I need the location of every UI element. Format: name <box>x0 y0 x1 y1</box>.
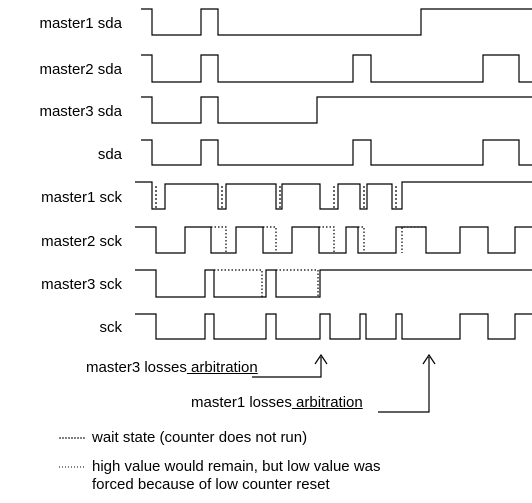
waveform-master1-sda <box>141 8 532 36</box>
waveform-sck <box>135 313 532 340</box>
arrow-master3-arbitration <box>252 353 328 378</box>
legend-wait-state-text: wait state (counter does not run) <box>92 429 308 446</box>
waveform-master2-sda <box>141 54 532 83</box>
annotation-master1-prefix: master1 losses <box>191 394 292 411</box>
annotation-master3-losses-arbitration: master3 losses arbitration <box>86 360 258 375</box>
signal-label-master1-sck: master1 sck <box>41 189 122 206</box>
signal-label-master3-sda: master3 sda <box>39 103 122 120</box>
waveform-master2-sck <box>135 226 532 254</box>
arrow-master1-arbitration <box>378 353 436 413</box>
legend-forced-low-text: high value would remain, but low value w… <box>92 458 381 493</box>
forced-low-master3-sck <box>214 269 319 297</box>
forced-low-master2-sck <box>211 226 426 253</box>
annotation-master3-prefix: master3 losses <box>86 359 187 376</box>
signal-label-master1-sda: master1 sda <box>39 15 122 32</box>
annotation-master1-underlined: arbitration <box>291 394 363 411</box>
waveform-master1-sck <box>135 181 532 210</box>
signal-label-master3-sck: master3 sck <box>41 276 122 293</box>
signal-label-master2-sck: master2 sck <box>41 233 122 250</box>
signal-label-sck: sck <box>99 319 123 336</box>
signal-label-sda: sda <box>97 146 122 163</box>
waveform-master3-sda <box>141 96 532 124</box>
annotation-master3-underlined: arbitration <box>186 359 258 376</box>
signal-label-master2-sda: master2 sda <box>39 61 122 78</box>
waveform-master3-sck <box>135 269 532 298</box>
annotation-master1-losses-arbitration: master1 losses arbitration <box>191 395 363 410</box>
waveform-sda <box>141 139 532 166</box>
